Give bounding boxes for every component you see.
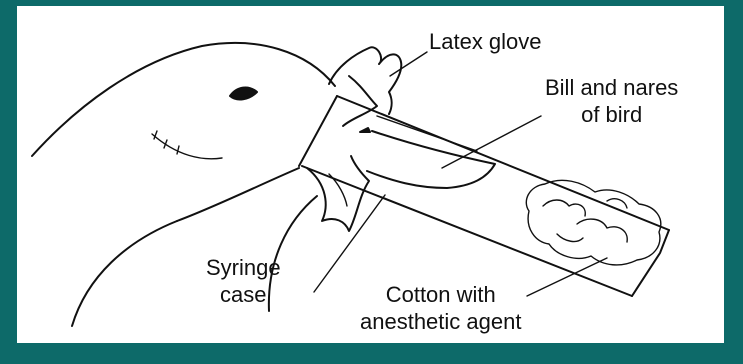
bird-bill bbox=[360, 128, 495, 188]
cotton-ball bbox=[526, 180, 660, 265]
label-syringe-case-line-2: case bbox=[206, 281, 281, 308]
illustration-panel: Latex glove Bill and nares of bird Syrin… bbox=[17, 6, 724, 343]
latex-glove-bottom-flap bbox=[307, 156, 369, 231]
label-cotton: Cotton with anesthetic agent bbox=[360, 281, 521, 335]
bird-nares bbox=[360, 128, 370, 132]
latex-glove-wrinkle bbox=[329, 174, 347, 206]
latex-glove bbox=[307, 47, 401, 231]
latex-glove-top-fingers bbox=[329, 47, 401, 114]
label-bill-and-nares: Bill and nares of bird bbox=[545, 74, 678, 128]
label-syringe-case: Syringe case bbox=[206, 254, 281, 308]
label-cotton-line-2: anesthetic agent bbox=[360, 308, 521, 335]
cotton-detail-1 bbox=[543, 200, 585, 216]
bird-neck-front-outline bbox=[177, 168, 299, 221]
label-syringe-case-line-1: Syringe bbox=[206, 254, 281, 281]
label-bill-and-nares-line-2: of bird bbox=[545, 101, 678, 128]
label-cotton-line-1: Cotton with bbox=[360, 281, 521, 308]
bird-head bbox=[32, 43, 335, 326]
label-latex-glove: Latex glove bbox=[429, 28, 542, 55]
syringe-case-far-end bbox=[632, 230, 669, 296]
bird-bill-outline bbox=[367, 131, 495, 188]
leader-cotton bbox=[527, 258, 607, 296]
bird-head-top-outline bbox=[32, 43, 335, 156]
bird-feather-line-3 bbox=[177, 146, 179, 154]
syringe-case-inner-line bbox=[377, 116, 477, 151]
cotton-detail-4 bbox=[557, 234, 583, 241]
bird-neck-back-outline bbox=[72, 221, 177, 326]
leader-bill bbox=[442, 116, 541, 168]
cotton-outline bbox=[526, 180, 660, 265]
bird-cheek-line bbox=[152, 134, 222, 159]
bird-eye bbox=[230, 87, 257, 99]
label-bill-and-nares-line-1: Bill and nares bbox=[545, 74, 678, 101]
syringe-case-near-rim bbox=[299, 96, 337, 166]
cotton-detail-2 bbox=[577, 219, 627, 242]
